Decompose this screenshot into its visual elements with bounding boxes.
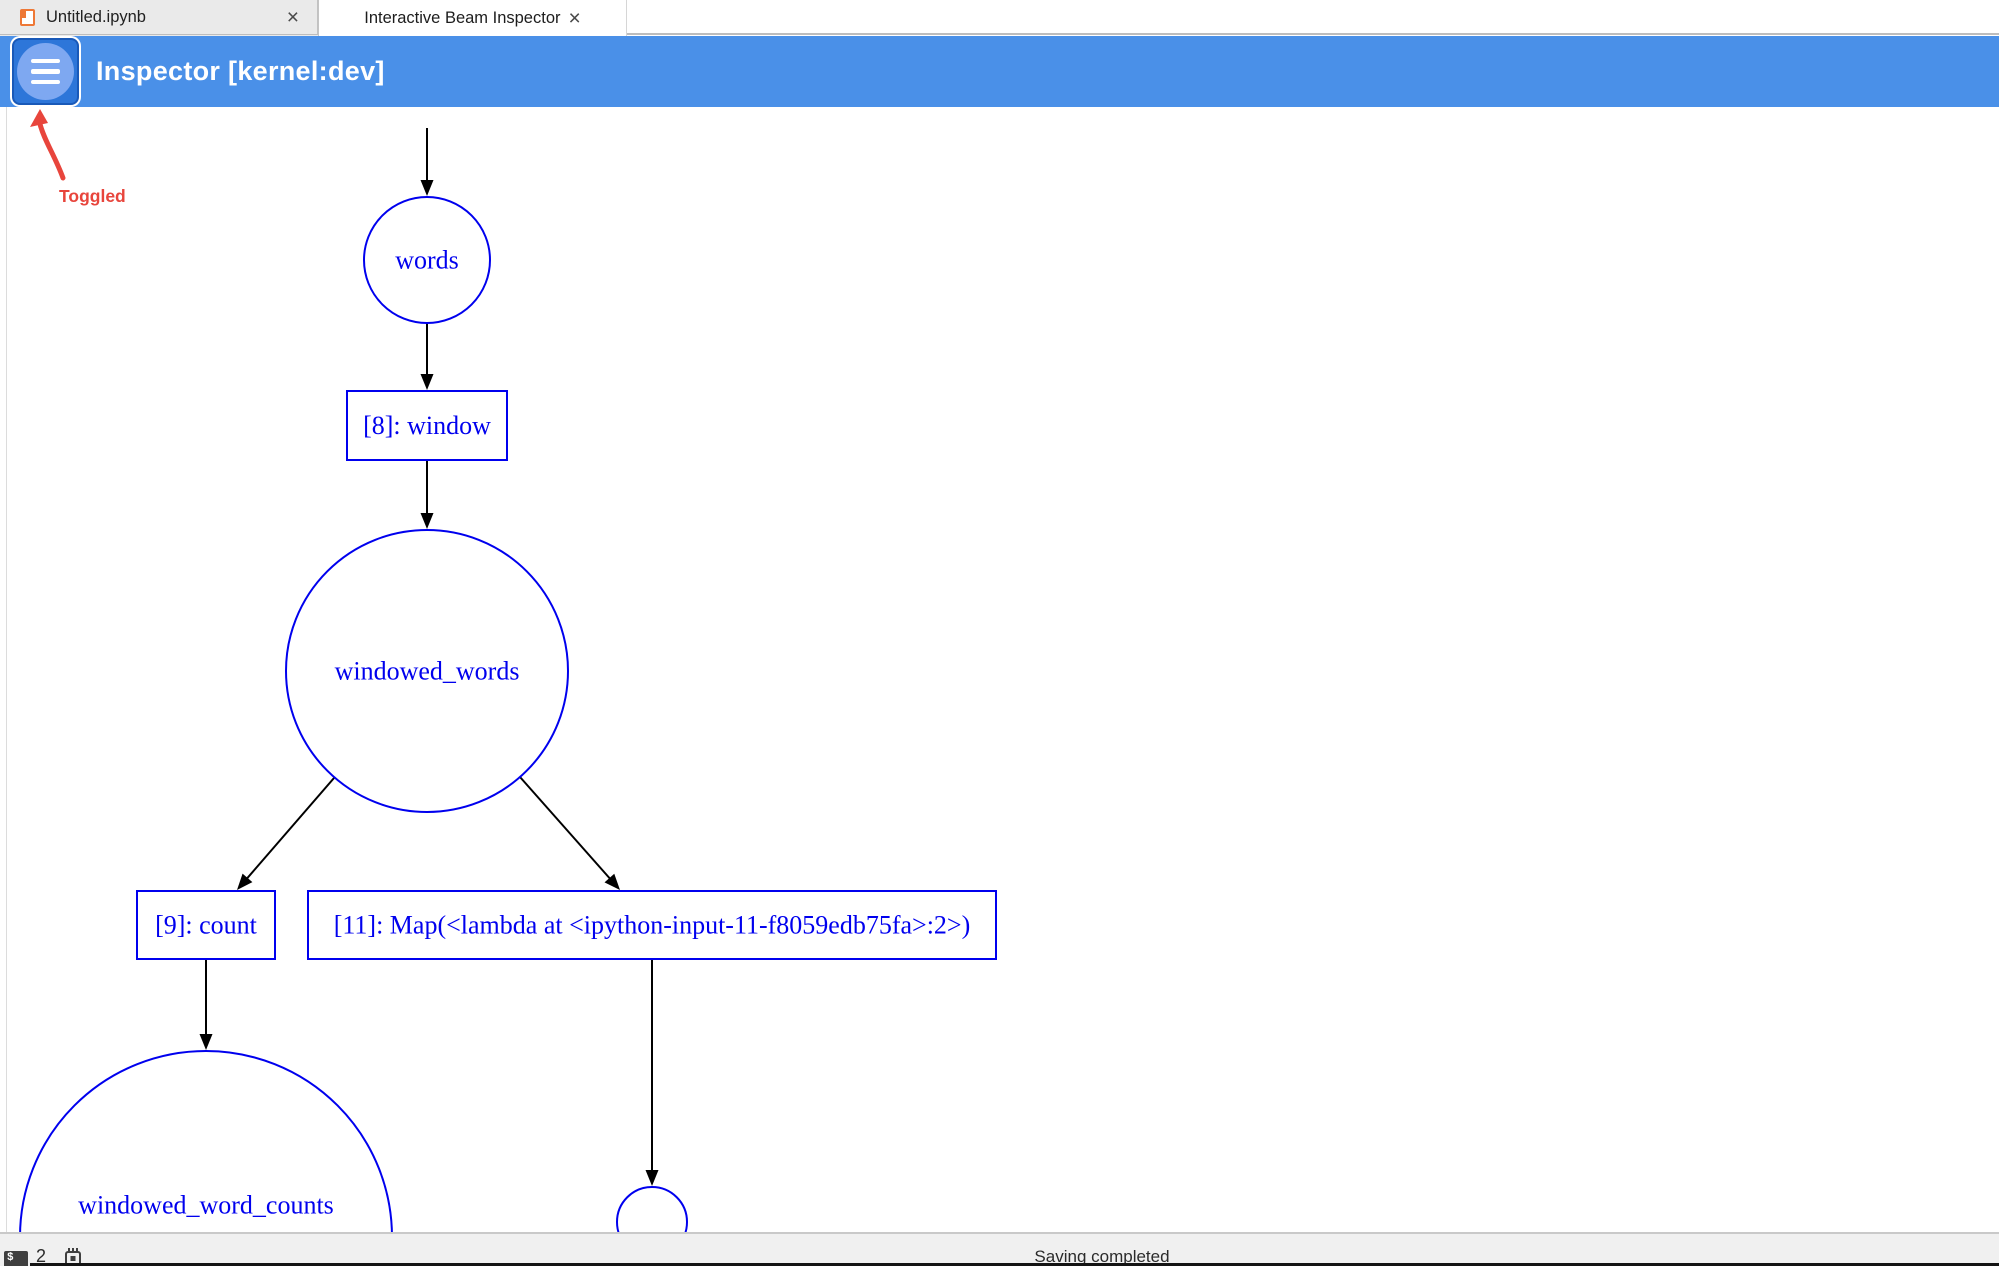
tab-bar-border [0,33,1999,35]
graph-node-windowed-words: windowed_words [285,529,569,813]
tab-label: Untitled.ipynb [46,7,146,26]
menu-toggle-button[interactable] [12,38,79,105]
graph-node-windowed-word-counts-label: windowed_word_counts [78,1191,334,1220]
graph-edge [244,777,335,881]
tab-close-icon[interactable]: × [568,6,581,30]
window-bottom-edge [30,1263,1999,1266]
graph-arrowhead [199,1034,213,1050]
graph-arrowhead [604,873,620,890]
statusbar-divider [0,1232,1999,1234]
graph-node-count: [9]: count [136,890,276,960]
graph-arrowhead [420,180,434,196]
menu-button-highlight [17,43,74,100]
graph-arrowhead [645,1170,659,1186]
graph-node-words: words [363,196,491,324]
graph-node-windowed-words-label: windowed_words [335,657,520,686]
graph-arrowhead [420,513,434,529]
graph-arrowhead [237,873,253,890]
graph-node-window: [8]: window [346,390,508,461]
tab-untitled-notebook[interactable]: Untitled.ipynb × [0,0,318,34]
tab-label: Interactive Beam Inspector [364,8,561,27]
notebook-icon [20,8,35,26]
graph-node-map: [11]: Map(<lambda at <ipython-input-11-f… [307,890,997,960]
tab-interactive-beam-inspector[interactable]: Interactive Beam Inspector × [318,0,627,36]
tab-close-icon[interactable]: × [286,5,299,29]
hamburger-icon [31,58,60,85]
window-bottom-margin [0,1266,1999,1268]
graph-arrowhead [420,374,434,390]
terminal-count: 2 [36,1246,47,1266]
tab-bar: Untitled.ipynb × Interactive Beam Inspec… [0,0,1999,36]
graph-node-words-label: words [395,246,459,275]
graph-node-windowed-word-counts: windowed_word_counts [19,1050,393,1268]
status-bar [0,1234,1999,1266]
panel-left-edge [6,107,7,1233]
terminal-icon[interactable]: $ [4,1251,28,1268]
graph-node-count-label: [9]: count [155,911,258,940]
graph-edge [519,776,613,881]
inspector-header: Inspector [kernel:dev] [0,36,1999,107]
graph-node-map-label: [11]: Map(<lambda at <ipython-input-11-f… [334,911,971,940]
graph-node-window-label: [8]: window [363,411,491,440]
status-message: Saving completed [1034,1247,1170,1266]
inspector-title: Inspector [kernel:dev] [96,56,385,86]
